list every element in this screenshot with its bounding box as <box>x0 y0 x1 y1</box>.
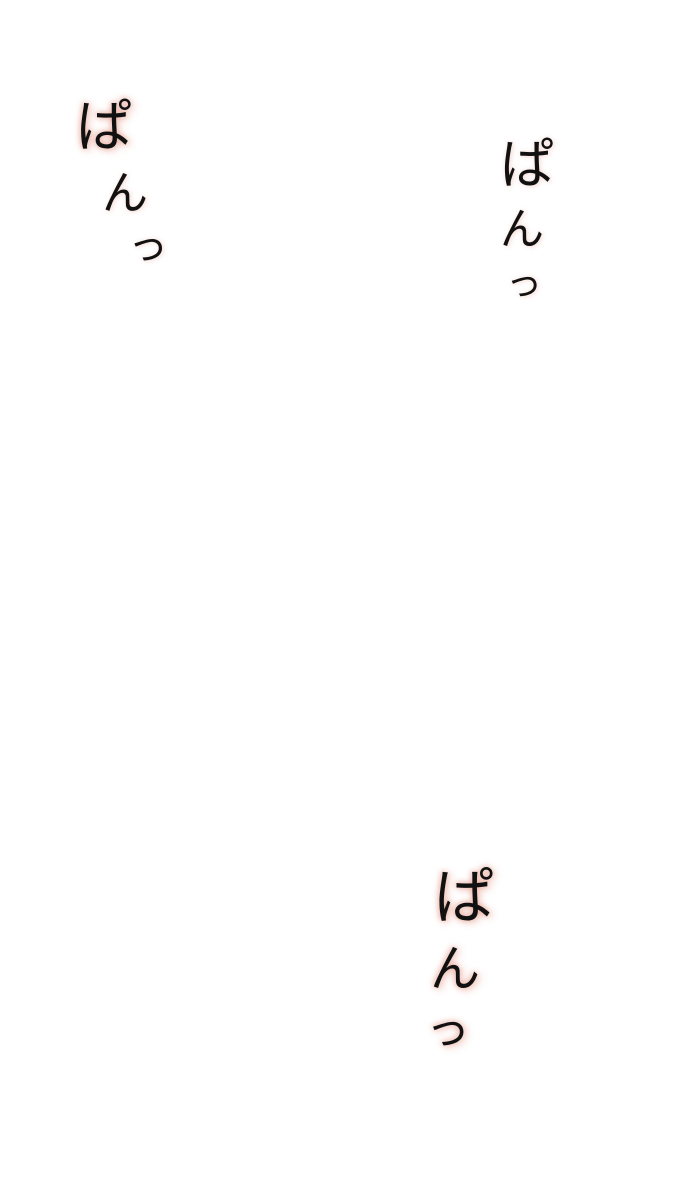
sfx-char-tsu: っ <box>506 263 543 304</box>
sfx-char-tsu: っ <box>128 223 168 269</box>
sfx-char-pa: ぱ <box>434 863 494 933</box>
sfx-char-n: ん <box>102 166 148 220</box>
sfx-char-pa: ぱ <box>76 95 132 160</box>
sfx-char-tsu: っ <box>426 1004 470 1055</box>
sfx-char-pa: ぱ <box>500 133 554 196</box>
sfx-char-n: ん <box>500 204 544 255</box>
sound-effect-lower-right: ぱ ん っ <box>426 863 494 1052</box>
sound-effect-upper-right: ぱ ん っ <box>500 138 554 302</box>
sfx-char-n: ん <box>430 940 480 998</box>
sound-effect-upper-left: ぱ ん っ <box>76 95 168 269</box>
